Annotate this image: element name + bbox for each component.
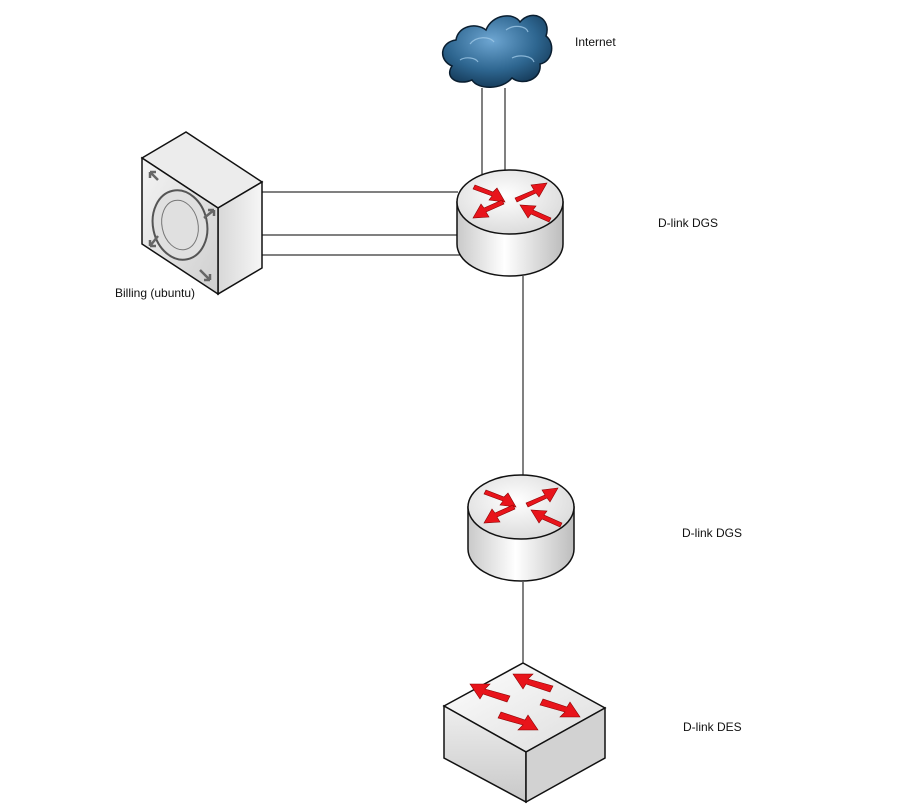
router-middle-icon	[467, 474, 575, 582]
cloud-icon	[442, 14, 553, 88]
router-middle-label: D-link DGS	[682, 526, 743, 540]
server-icon	[140, 131, 264, 296]
links	[262, 88, 524, 664]
switch-bottom-label: D-link DES	[683, 720, 742, 734]
router-top-icon	[456, 169, 564, 277]
internet-label: Internet	[575, 35, 616, 49]
billing-server-label: Billing (ubuntu)	[115, 286, 196, 300]
switch-icon	[442, 662, 607, 804]
router-top-label: D-link DGS	[658, 216, 719, 230]
